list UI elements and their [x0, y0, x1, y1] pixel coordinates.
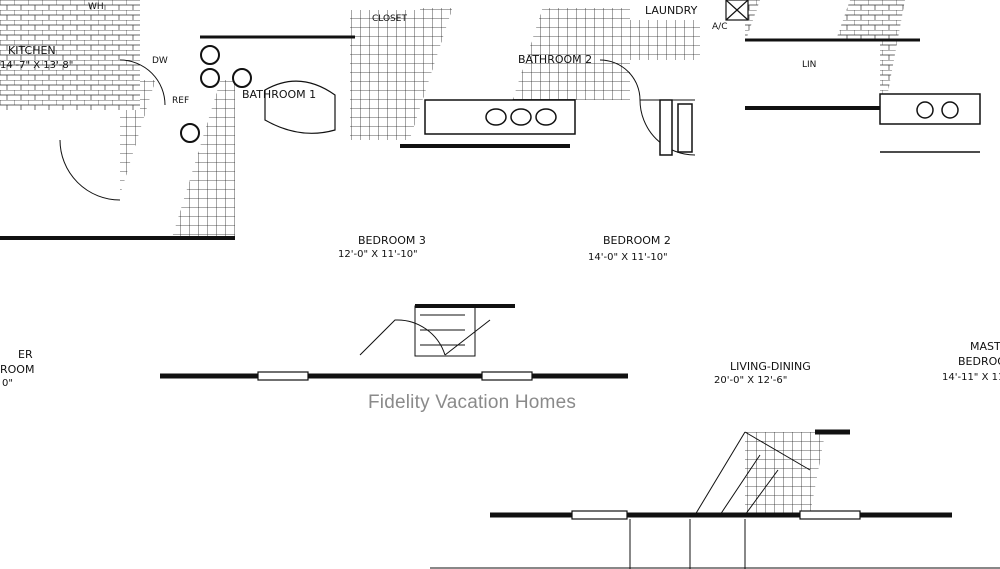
bedroom3-label: BEDROOM 3 [358, 234, 426, 247]
diagonal-band [5, 0, 1000, 569]
kitchen-label: KITCHEN [8, 44, 56, 57]
exterior-walls [0, 35, 952, 518]
bedroom2-label: BEDROOM 2 [603, 234, 671, 247]
refrigerator-label: REF [172, 96, 190, 106]
bedroom3-dims: 12'-0" X 11'-10" [338, 249, 418, 260]
ac-unit [725, 0, 749, 21]
master-bedroom-label-2: BEDROOM [958, 355, 1000, 368]
watermark: Fidelity Vacation Homes [368, 392, 577, 413]
closet-rod [414, 305, 476, 357]
dimension-lines [430, 519, 1000, 569]
left-room-label: ER [18, 348, 33, 361]
living-dining-label: LIVING-DINING [730, 360, 811, 373]
stairs [694, 431, 811, 516]
ac-label: A/C [712, 22, 728, 32]
living-dining-dims: 20'-0" X 12'-6" [714, 375, 788, 386]
bathroom1-label: BATHROOM 1 [242, 88, 317, 101]
water-heater-label: WH [88, 2, 104, 12]
bathroom2-toilet [659, 99, 693, 156]
stair-area [745, 432, 825, 515]
door-swings [59, 59, 696, 356]
bathroom2-vanity [424, 99, 576, 135]
laundry-floor [630, 20, 700, 60]
laundry-label: LAUNDRY [645, 4, 698, 17]
bedroom2-dims: 14'-0" X 11'-10" [588, 252, 668, 263]
master-bedroom-label: MASTER [970, 340, 1000, 353]
closet-floor [350, 10, 420, 140]
bathroom2-label: BATHROOM 2 [518, 53, 593, 66]
kitchen-range [180, 45, 252, 143]
kitchen-floor [0, 0, 140, 110]
closet-label: CLOSET [372, 14, 407, 24]
linen-label: LIN [802, 60, 817, 70]
right-bay-window [879, 93, 981, 153]
kitchen-dims: 14'-7" X 13'-8" [0, 60, 74, 71]
dishwasher-label: DW [152, 56, 168, 66]
left-room-dims: 0" [2, 378, 13, 389]
windows [257, 371, 861, 520]
master-bedroom-dims: 14'-11" X 11' [942, 372, 1000, 383]
left-room-label-2: ROOM [0, 363, 35, 376]
bathroom1-tub [264, 80, 336, 134]
